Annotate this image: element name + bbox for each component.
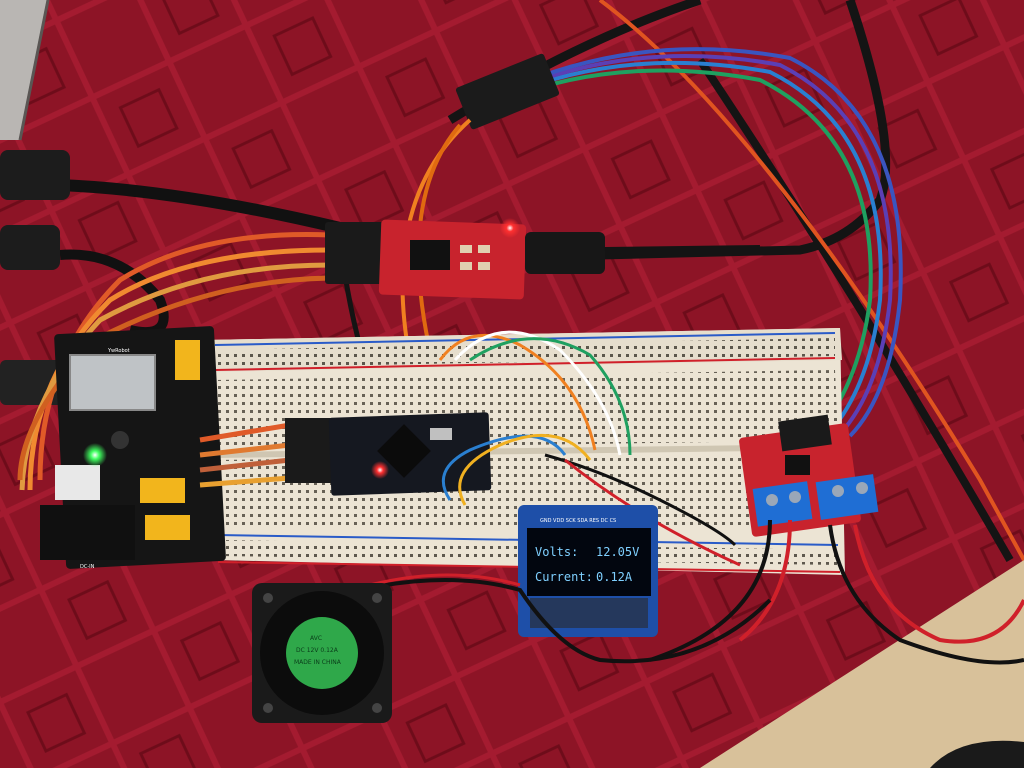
fan-sticker-line1: AVC xyxy=(310,635,322,642)
laptop-corner xyxy=(0,0,48,140)
dupont-header-top xyxy=(455,53,560,130)
power-wires xyxy=(199,422,291,488)
driver-output-wires xyxy=(649,519,1024,665)
arduino-led-red xyxy=(371,461,389,479)
arduino-pro-mini xyxy=(285,412,492,496)
fan-sticker-line3: MADE IN CHINA xyxy=(294,659,342,666)
fan-wire-red xyxy=(369,573,521,587)
laptop-edge xyxy=(18,0,50,141)
black-cable-right-2 xyxy=(696,57,1014,562)
beige-floor xyxy=(700,560,1024,768)
oled-pin-labels: GND VDD SCK SDA RES DC CS xyxy=(540,518,616,524)
oled-row2-value: 0.12A xyxy=(596,570,633,584)
oled-display-module: GND VDD SCK SDA RES DC CS Volts: 12.05V … xyxy=(518,505,658,637)
power-module-brand: YwRobot xyxy=(107,348,130,354)
fan-sticker-line2: DC 12V 0.12A xyxy=(296,647,339,654)
ftdi-usb-serial-board xyxy=(325,219,761,300)
power-supply-module: YwRobot DC-IN xyxy=(40,326,226,570)
dark-object-corner xyxy=(930,740,1024,768)
power-module-led-green xyxy=(83,443,107,467)
oled-row1-label: Volts: xyxy=(535,545,578,559)
ftdi-led-red xyxy=(500,218,520,238)
oled-row2-label: Current: xyxy=(535,570,593,584)
oled-row1-value: 12.05V xyxy=(596,545,639,559)
breadboard-jumpers xyxy=(438,330,741,567)
cooling-fan: AVC DC 12V 0.12A MADE IN CHINA xyxy=(252,583,392,723)
power-module-jack-label: DC-IN xyxy=(80,564,95,570)
orange-wire-right xyxy=(598,0,1024,561)
motor-driver-module xyxy=(739,414,879,537)
ribbon-wires xyxy=(469,47,903,438)
fan-wire xyxy=(359,578,772,664)
